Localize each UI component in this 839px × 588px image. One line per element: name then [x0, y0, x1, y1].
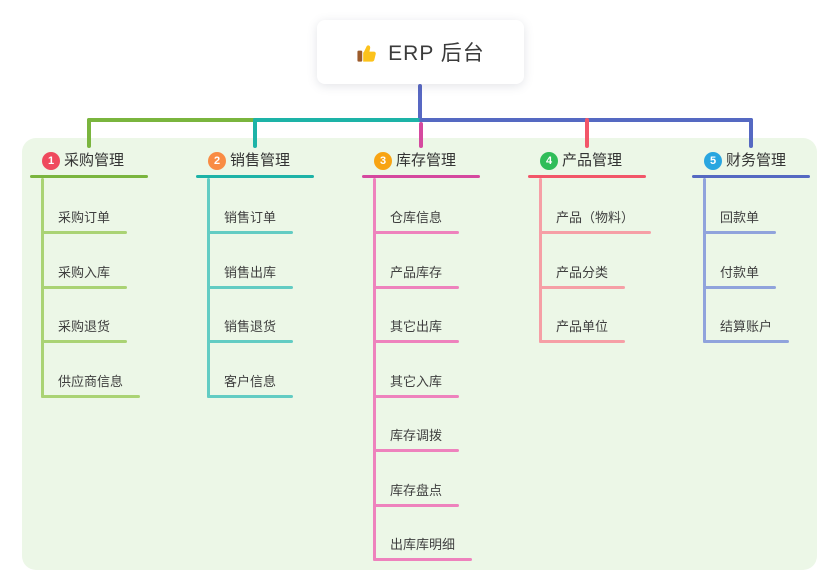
branch-2-underline — [196, 175, 314, 178]
child-node-underline — [373, 340, 459, 343]
branches-panel — [22, 138, 817, 570]
branch-4-underline — [528, 175, 646, 178]
branch-4-drop-line — [585, 118, 589, 148]
child-node[interactable]: 客户信息 — [224, 374, 277, 389]
branch-1-underline — [30, 175, 148, 178]
child-node-underline — [373, 558, 472, 561]
branch-3-priority-badge: 3 — [374, 152, 392, 170]
child-node-underline — [373, 504, 459, 507]
child-node-underline — [207, 231, 293, 234]
branch-2-priority-badge: 2 — [208, 152, 226, 170]
branch-4-child-trunk — [539, 178, 542, 343]
thumbs-up-icon — [356, 41, 379, 64]
child-node[interactable]: 产品单位 — [556, 319, 609, 334]
child-node-underline — [373, 231, 459, 234]
child-node-underline — [41, 340, 127, 343]
child-node[interactable]: 其它出库 — [390, 319, 443, 334]
child-node-underline — [539, 231, 651, 234]
child-node-underline — [373, 395, 459, 398]
child-node[interactable]: 采购订单 — [58, 210, 111, 225]
child-node[interactable]: 库存盘点 — [390, 483, 443, 498]
branch-1-drop-line — [87, 118, 91, 148]
child-node-underline — [539, 286, 625, 289]
child-node[interactable]: 产品库存 — [390, 265, 443, 280]
branch-node-1[interactable]: 采购管理 — [64, 152, 125, 169]
child-node[interactable]: 供应商信息 — [58, 374, 124, 389]
branch-3-drop-line — [419, 122, 423, 148]
branch-3-child-trunk — [373, 178, 376, 561]
branch-5-drop-line — [749, 118, 753, 148]
child-node-underline — [41, 231, 127, 234]
child-node[interactable]: 付款单 — [720, 265, 760, 280]
child-node[interactable]: 销售订单 — [224, 210, 277, 225]
child-node-underline — [207, 340, 293, 343]
child-node-underline — [373, 449, 459, 452]
child-node[interactable]: 出库库明细 — [390, 537, 456, 552]
child-node-underline — [703, 286, 776, 289]
branch-5-priority-badge: 5 — [704, 152, 722, 170]
child-node-underline — [207, 395, 293, 398]
child-node-underline — [373, 286, 459, 289]
root-node-label: ERP 后台 — [388, 42, 485, 65]
branch-node-4[interactable]: 产品管理 — [562, 152, 623, 169]
branch-1-priority-badge: 1 — [42, 152, 60, 170]
child-node[interactable]: 产品分类 — [556, 265, 609, 280]
branch-node-3[interactable]: 库存管理 — [396, 152, 457, 169]
child-node-underline — [703, 231, 776, 234]
child-node[interactable]: 库存调拨 — [390, 428, 443, 443]
branch-4-priority-badge: 4 — [540, 152, 558, 170]
child-node[interactable]: 采购退货 — [58, 319, 111, 334]
branch-5-child-trunk — [703, 178, 706, 343]
child-node[interactable]: 采购入库 — [58, 265, 111, 280]
child-node[interactable]: 产品（物料） — [556, 210, 635, 225]
trunk-segment-1 — [87, 118, 257, 122]
branch-node-5[interactable]: 财务管理 — [726, 152, 787, 169]
branch-node-2[interactable]: 销售管理 — [230, 152, 291, 169]
root-node[interactable]: ERP 后台 — [317, 20, 524, 84]
child-node[interactable]: 其它入库 — [390, 374, 443, 389]
child-node[interactable]: 销售出库 — [224, 265, 277, 280]
child-node[interactable]: 销售退货 — [224, 319, 277, 334]
branch-3-underline — [362, 175, 480, 178]
child-node-underline — [41, 286, 127, 289]
child-node[interactable]: 仓库信息 — [390, 210, 443, 225]
branch-5-underline — [692, 175, 810, 178]
child-node[interactable]: 回款单 — [720, 210, 760, 225]
root-connector-line — [418, 84, 422, 122]
trunk-segment-2 — [253, 118, 423, 122]
branch-2-drop-line — [253, 118, 257, 148]
child-node-underline — [539, 340, 625, 343]
child-node-underline — [41, 395, 140, 398]
child-node-underline — [207, 286, 293, 289]
child-node[interactable]: 结算账户 — [720, 319, 773, 334]
child-node-underline — [703, 340, 789, 343]
